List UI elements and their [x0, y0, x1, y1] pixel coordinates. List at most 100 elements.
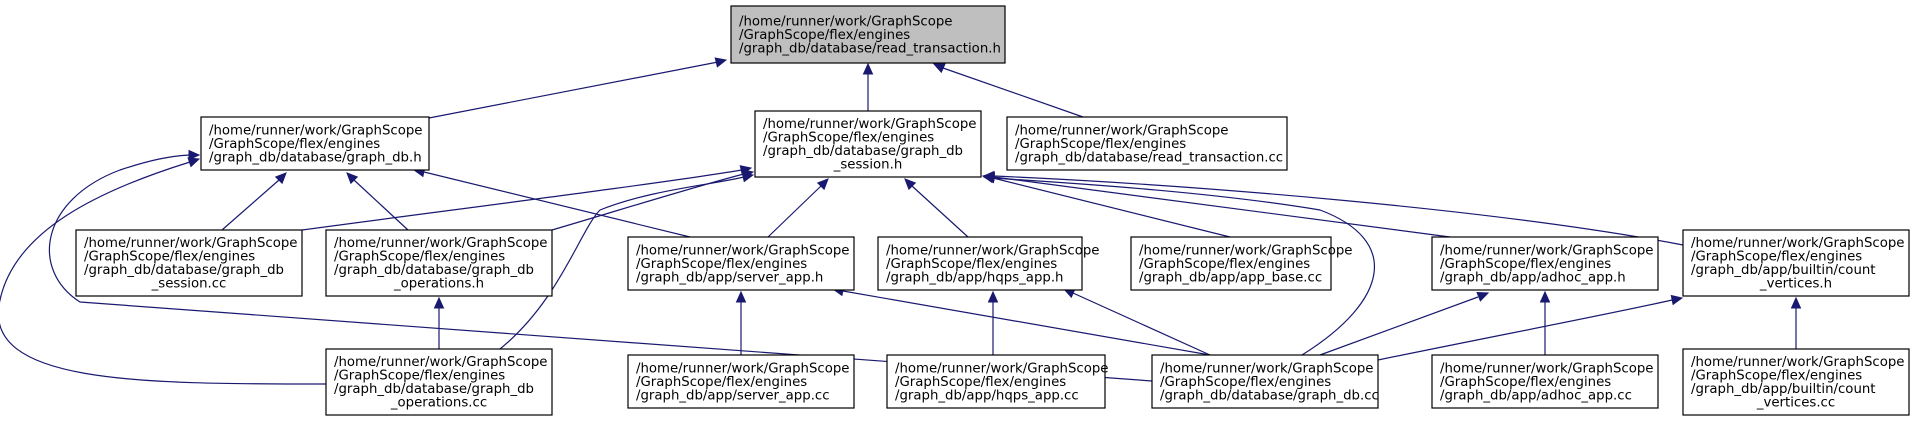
- file-path-line: _operations.cc: [390, 396, 487, 411]
- dependency-edge: [735, 290, 747, 355]
- file-path-line: /GraphScope/flex/engines: [636, 375, 807, 390]
- file-path-line: /home/runner/work/GraphScope: [1015, 123, 1228, 138]
- file-node-box: [886, 354, 1106, 409]
- file-path-line: /GraphScope/flex/engines: [895, 375, 1066, 390]
- file-path-line: /home/runner/work/GraphScope: [636, 361, 849, 376]
- file-path-line: /home/runner/work/GraphScope: [334, 355, 547, 370]
- edge-line: [842, 290, 1211, 356]
- file-path-line: /GraphScope/flex/engines: [209, 137, 380, 152]
- file-node-box: [627, 236, 855, 291]
- file-path-line: /graph_db/app/server_app.h: [636, 270, 823, 285]
- dependency-edge: [428, 57, 728, 119]
- file-path-line: /GraphScope/flex/engines: [1691, 369, 1862, 384]
- file-node-box: [75, 229, 303, 297]
- file-node[interactable]: /home/runner/work/GraphScope/GraphScope/…: [1151, 354, 1379, 409]
- arrow-head-icon: [346, 172, 359, 185]
- file-node[interactable]: /home/runner/work/GraphScope/GraphScope/…: [886, 354, 1108, 409]
- edge-line: [353, 179, 409, 231]
- file-path-line: /graph_db/app/server_app.cc: [636, 388, 830, 403]
- dependency-edge: [987, 290, 999, 355]
- file-node-box: [1151, 354, 1379, 409]
- arrow-head-icon: [741, 172, 755, 183]
- file-path-line: /home/runner/work/GraphScope: [1139, 243, 1352, 258]
- file-node[interactable]: /home/runner/work/GraphScope/GraphScope/…: [877, 236, 1099, 291]
- arrow-head-icon: [735, 290, 747, 303]
- file-node-box: [200, 116, 430, 171]
- file-node[interactable]: /home/runner/work/GraphScope/GraphScope/…: [75, 229, 303, 297]
- file-node-box: [1431, 354, 1659, 409]
- file-path-line: _vertices.h: [1759, 277, 1832, 292]
- dependency-edge: [221, 172, 287, 231]
- file-path-line: /home/runner/work/GraphScope: [1440, 243, 1653, 258]
- file-node-box: [877, 236, 1083, 291]
- file-path-line: /home/runner/work/GraphScope: [1440, 361, 1653, 376]
- dependency-edge: [982, 170, 1684, 246]
- dependency-edge: [551, 169, 755, 231]
- arrow-head-icon: [1670, 294, 1684, 306]
- file-node[interactable]: /home/runner/work/GraphScope/GraphScope/…: [627, 354, 855, 409]
- dependency-edge: [1062, 288, 1211, 356]
- dependency-edge: [1319, 292, 1490, 356]
- file-path-line: /graph_db/database/graph_db: [334, 382, 534, 397]
- file-node[interactable]: /home/runner/work/GraphScope/GraphScope/…: [325, 229, 553, 297]
- edge-line: [428, 61, 719, 119]
- file-node[interactable]: /home/runner/work/GraphScope/GraphScope/…: [1682, 229, 1910, 297]
- arrow-head-icon: [987, 290, 999, 303]
- file-node[interactable]: /home/runner/work/GraphScope/GraphScope/…: [627, 236, 855, 291]
- file-path-line: /GraphScope/flex/engines: [1160, 375, 1331, 390]
- file-path-line: _session.h: [833, 158, 903, 173]
- arrow-head-icon: [932, 63, 946, 74]
- file-path-line: /home/runner/work/GraphScope: [739, 14, 952, 29]
- file-node-box: [325, 229, 553, 297]
- dependency-edge: [767, 178, 829, 238]
- file-path-line: /GraphScope/flex/engines: [1691, 250, 1862, 265]
- arrow-head-icon: [1790, 296, 1802, 309]
- file-node-box: [325, 348, 553, 416]
- file-path-line: /graph_db/database/graph_db: [84, 263, 284, 278]
- file-node[interactable]: /home/runner/work/GraphScope/GraphScope/…: [754, 110, 982, 178]
- file-node[interactable]: /home/runner/work/GraphScope/GraphScope/…: [1006, 116, 1288, 171]
- arrow-head-icon: [904, 178, 917, 191]
- file-path-line: /GraphScope/flex/engines: [763, 131, 934, 146]
- edge-line: [993, 176, 1451, 238]
- file-node[interactable]: /home/runner/work/GraphScope/GraphScope/…: [1431, 236, 1659, 291]
- dependency-edge: [412, 166, 691, 238]
- arrow-head-icon: [714, 57, 728, 68]
- file-node[interactable]: /home/runner/work/GraphScope/GraphScope/…: [200, 116, 430, 171]
- file-path-line: /graph_db/app/adhoc_app.cc: [1440, 388, 1632, 403]
- file-path-line: /graph_db/database/read_transaction.h: [739, 41, 1001, 56]
- file-node[interactable]: /home/runner/work/GraphScope/GraphScope/…: [730, 5, 1006, 64]
- edge-line: [1319, 296, 1479, 356]
- dependency-edge: [1790, 296, 1802, 349]
- edge-line: [992, 177, 1231, 238]
- file-node[interactable]: /home/runner/work/GraphScope/GraphScope/…: [1431, 354, 1659, 409]
- dependency-edge: [301, 165, 753, 231]
- file-path-line: /graph_db/app/adhoc_app.h: [1440, 270, 1626, 285]
- file-node[interactable]: /home/runner/work/GraphScope/GraphScope/…: [1682, 348, 1910, 416]
- file-path-line: /graph_db/app/app_base.cc: [1139, 270, 1322, 285]
- file-path-line: /graph_db/database/graph_db: [763, 144, 963, 159]
- file-path-line: /home/runner/work/GraphScope: [1691, 355, 1904, 370]
- file-path-line: /home/runner/work/GraphScope: [84, 236, 297, 251]
- file-path-line: /home/runner/work/GraphScope: [334, 236, 547, 251]
- dependency-edge: [904, 178, 969, 238]
- edge-line: [499, 176, 745, 350]
- node-layer: /home/runner/work/GraphScope/GraphScope/…: [75, 5, 1910, 416]
- file-path-line: /graph_db/database/read_transaction.cc: [1015, 150, 1283, 165]
- file-node-box: [754, 110, 982, 178]
- file-path-line: /GraphScope/flex/engines: [636, 257, 807, 272]
- file-path-line: /GraphScope/flex/engines: [886, 257, 1057, 272]
- file-path-line: /graph_db/app/builtin/count: [1691, 263, 1876, 278]
- dependency-edge: [346, 172, 409, 231]
- file-node[interactable]: /home/runner/work/GraphScope/GraphScope/…: [1130, 236, 1352, 291]
- file-path-line: /graph_db/app/hqps_app.cc: [895, 388, 1079, 403]
- file-path-line: /graph_db/database/graph_db.cc: [1160, 388, 1379, 403]
- dependency-edge: [499, 172, 755, 350]
- file-node[interactable]: /home/runner/work/GraphScope/GraphScope/…: [325, 348, 553, 416]
- edge-line: [942, 67, 1084, 118]
- file-path-line: /GraphScope/flex/engines: [1015, 137, 1186, 152]
- dependency-edge: [981, 172, 1231, 238]
- file-path-line: /graph_db/database/graph_db: [334, 263, 534, 278]
- dependency-edge: [0, 157, 327, 385]
- file-node-box: [730, 5, 1006, 64]
